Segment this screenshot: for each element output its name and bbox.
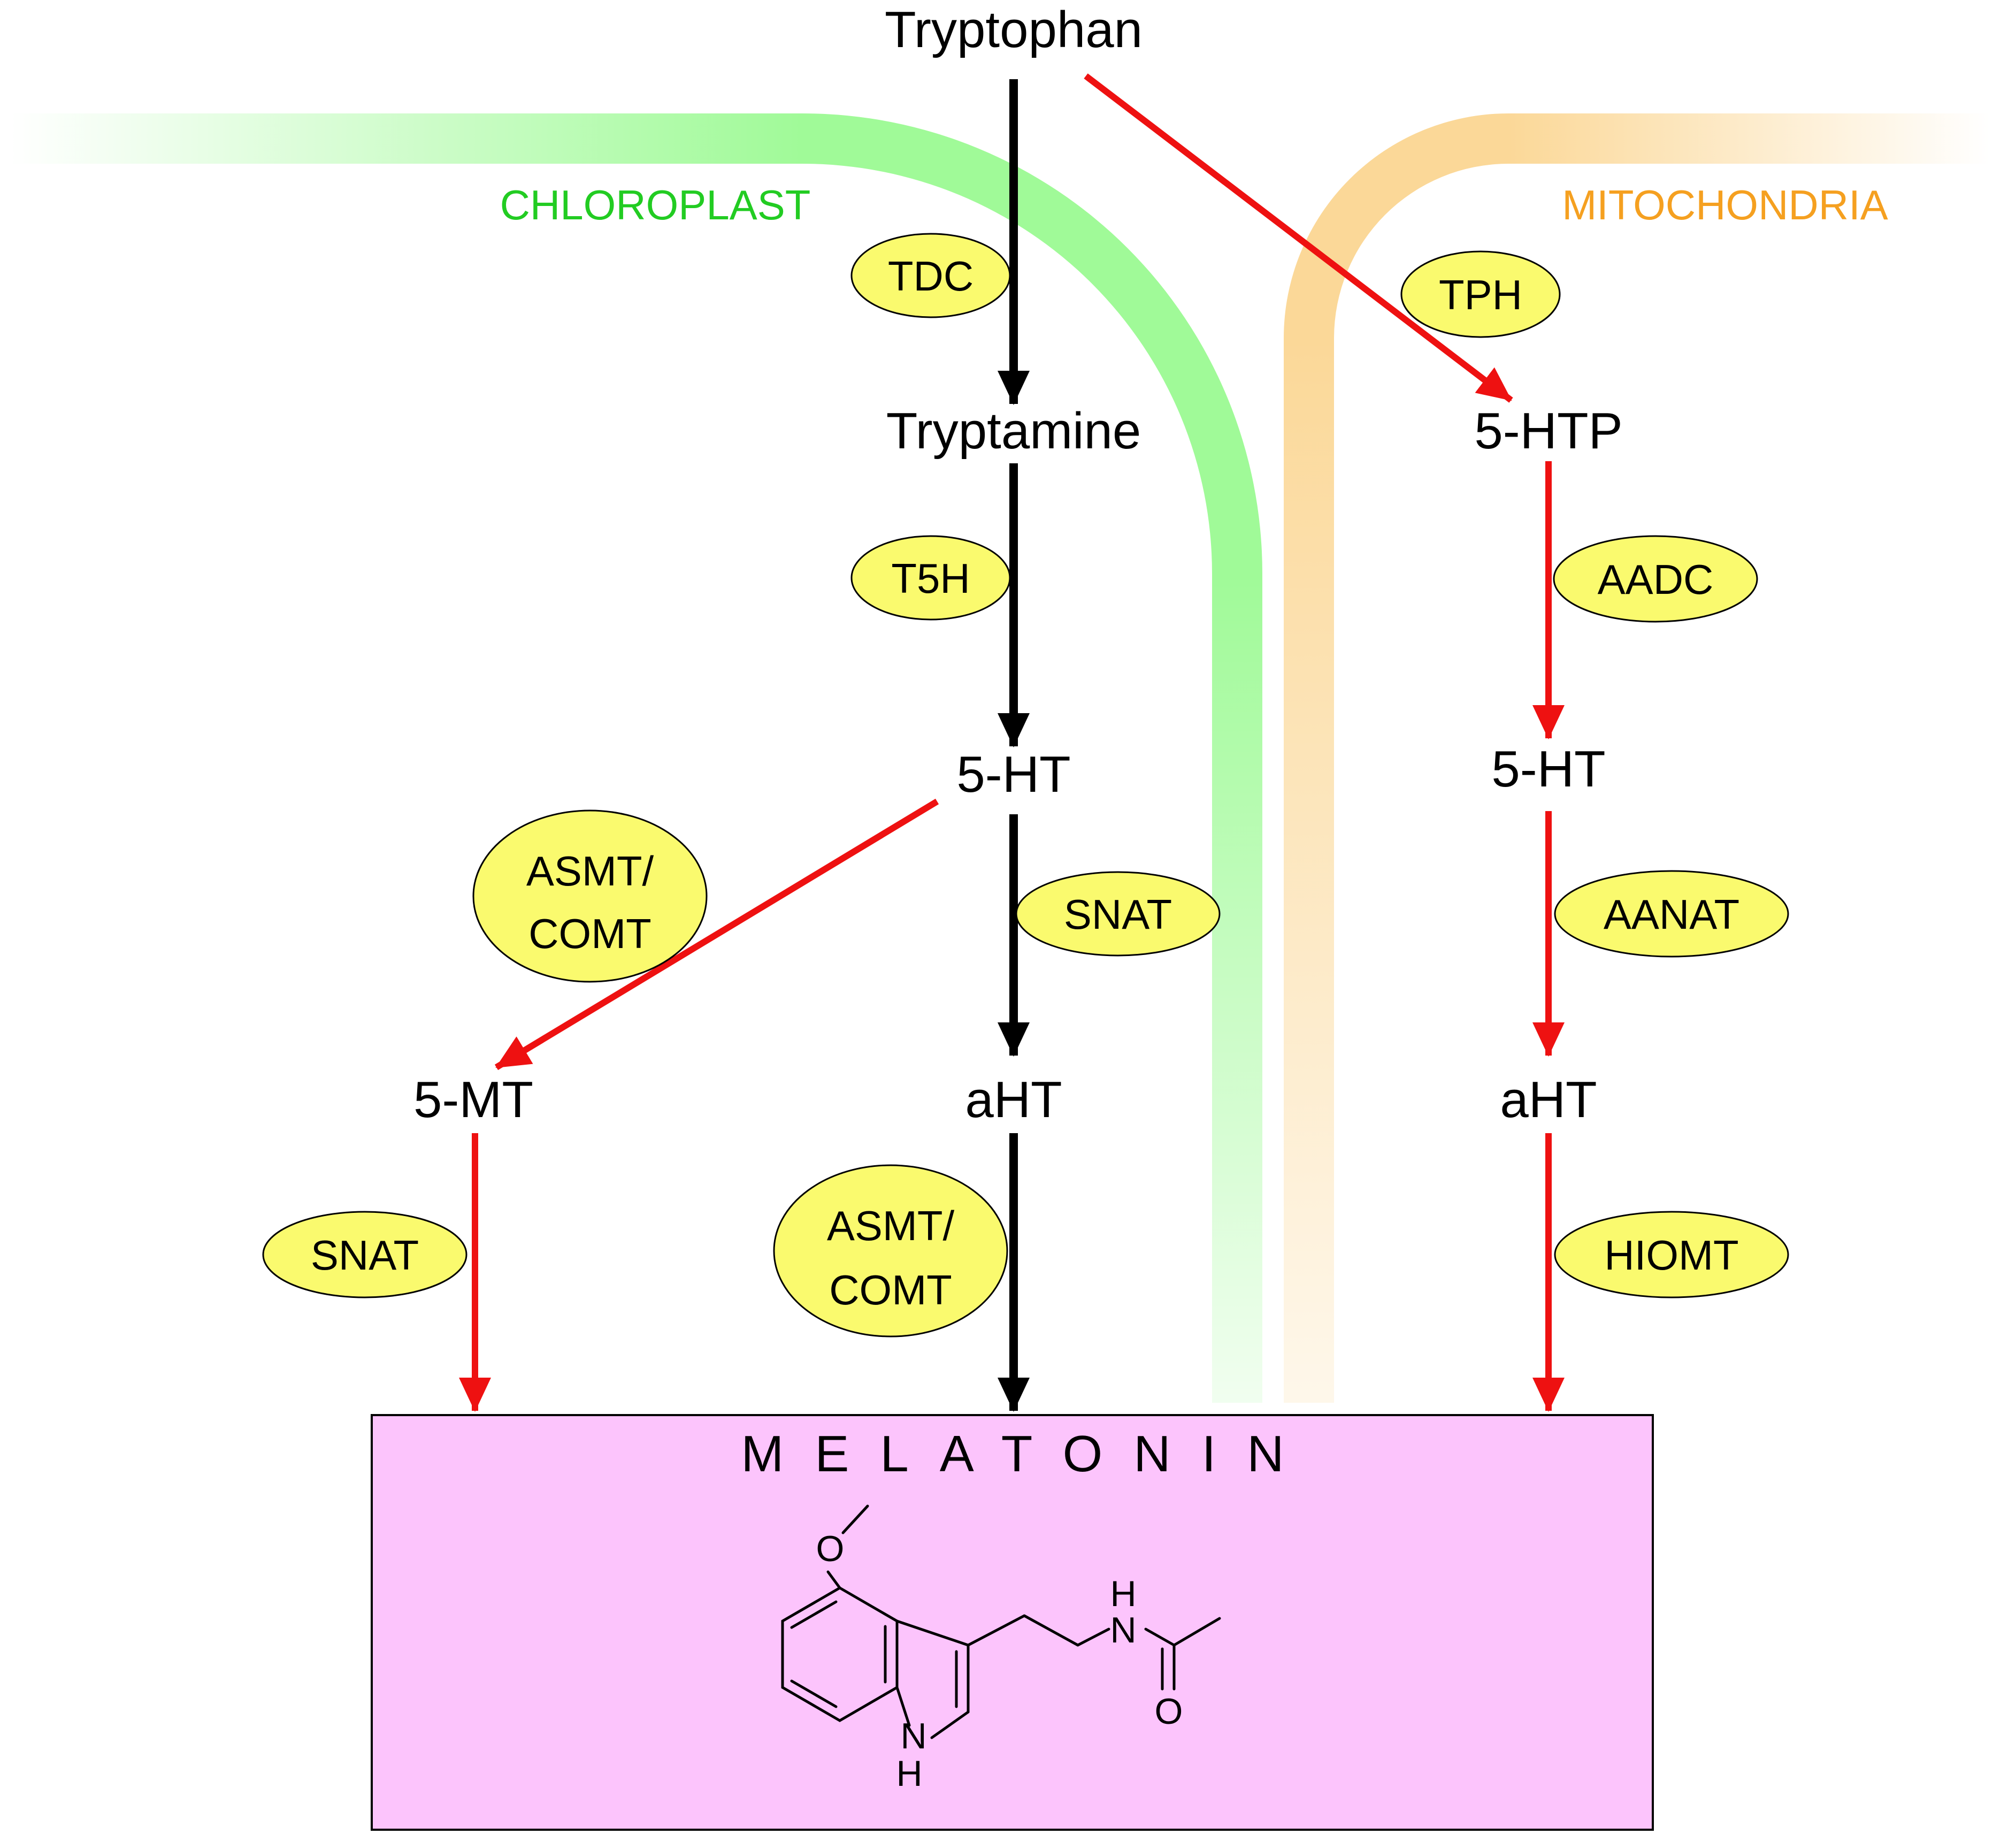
enzyme-tph-label: TPH [1439,271,1522,318]
arrow-tryptophan-to-5htp [1084,73,1513,403]
enzyme-t5h-label: T5H [891,555,970,602]
enzyme-tdc: TDC [850,233,1011,318]
atom-n-indole: N [900,1716,926,1756]
enzyme-aadc: AADC [1553,535,1758,623]
metabolite-5htp: 5-HTP [1474,402,1622,460]
enzyme-aadc-label: AADC [1598,556,1714,603]
enzyme-asmt-left-line1: ASMT/ [526,847,654,895]
enzyme-tdc-label: TDC [888,253,973,300]
enzyme-aanat-label: AANAT [1604,891,1739,938]
metabolite-aht-right: aHT [1500,1071,1597,1128]
metabolite-tryptamine: Tryptamine [886,402,1141,460]
arrow-5ht-to-5mt [494,798,939,1071]
mitochondria-band [1284,113,1990,1403]
enzyme-hiomt-label: HIOMT [1604,1232,1738,1279]
metabolite-aht-left: aHT [965,1071,1062,1128]
enzyme-snat-mid-label: SNAT [1064,891,1172,938]
enzyme-t5h: T5H [850,535,1011,621]
enzyme-snat-mid: SNAT [1015,871,1221,957]
metabolite-tryptophan: Tryptophan [885,1,1143,58]
enzyme-asmt-mid-line1: ASMT/ [827,1202,955,1249]
enzyme-hiomt: HIOMT [1554,1211,1789,1298]
atom-h-amide: H [1110,1573,1136,1614]
enzyme-asmt-comt-left: ASMT/ COMT [472,809,708,983]
chloroplast-band [11,113,1262,1403]
chloroplast-label: CHLOROPLAST [500,181,811,228]
enzyme-snat-left-label: SNAT [311,1232,419,1279]
atom-o-carbonyl: O [1155,1691,1183,1732]
enzyme-aanat: AANAT [1554,870,1789,958]
enzyme-asmt-left-line2: COMT [528,910,651,957]
metabolite-5ht-right: 5-HT [1491,740,1605,798]
melatonin-structure [781,1504,1221,1739]
enzyme-tph: TPH [1400,250,1561,338]
enzyme-snat-left: SNAT [262,1211,467,1298]
melatonin-title: MELATONIN [741,1425,1315,1483]
metabolite-5mt: 5-MT [413,1071,533,1128]
atom-o-methoxy: O [816,1529,845,1569]
atom-n-amide: N [1110,1610,1136,1650]
mitochondria-label: MITOCHONDRIA [1562,181,1888,228]
atom-h-indole: H [896,1753,922,1794]
enzyme-asmt-comt-mid: ASMT/ COMT [773,1164,1008,1338]
metabolite-5ht-left: 5-HT [956,746,1070,803]
enzyme-asmt-mid-line2: COMT [829,1266,952,1313]
